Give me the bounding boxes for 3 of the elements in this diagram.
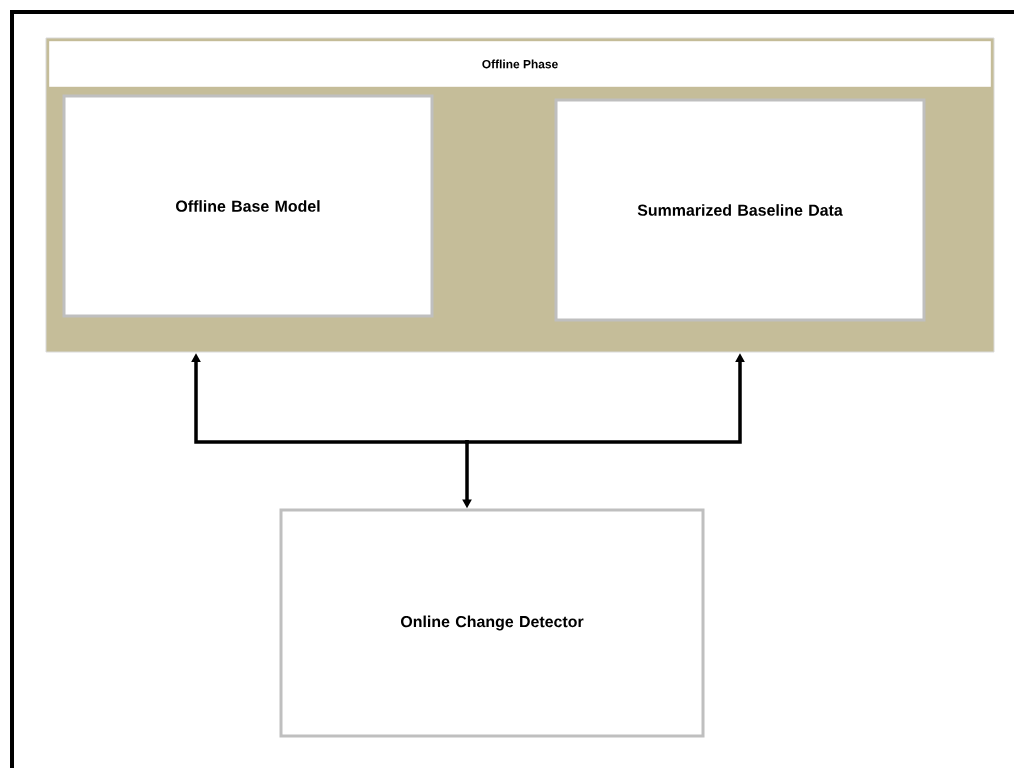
process-box: Online Change Detector	[279, 508, 705, 738]
process-box: Offline Base Model	[62, 94, 434, 318]
process-box: Summarized Baseline Data	[554, 98, 926, 322]
